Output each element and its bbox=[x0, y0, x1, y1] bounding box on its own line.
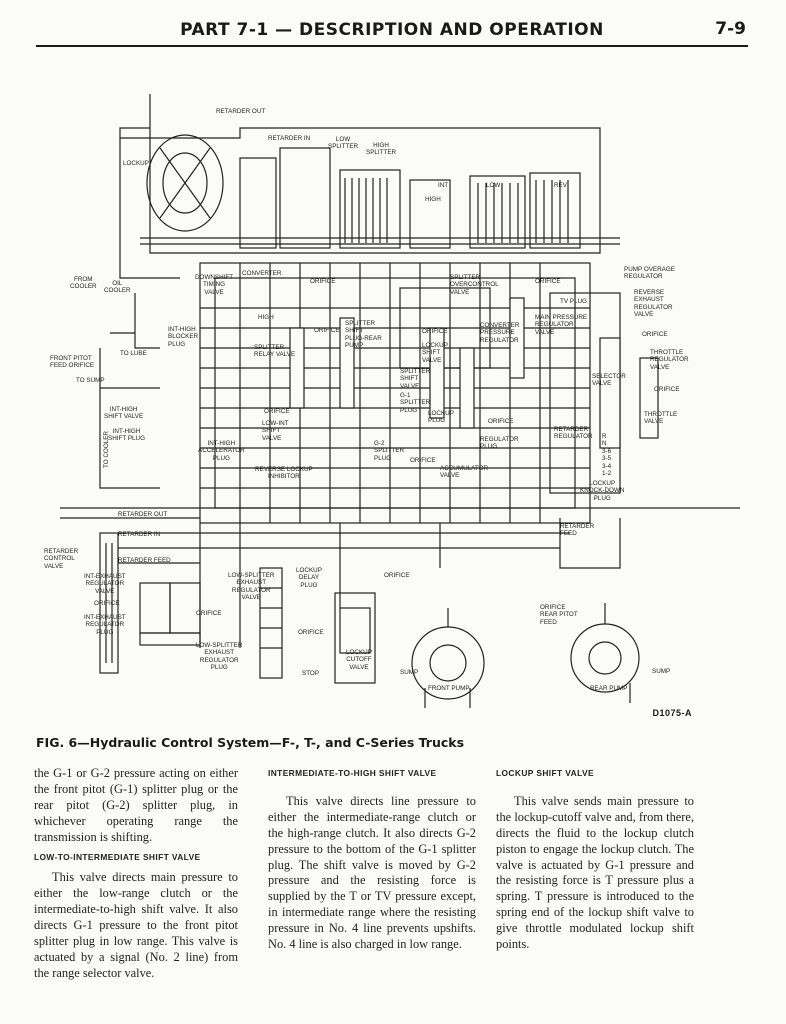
label-from-cooler: FROM COOLER bbox=[70, 276, 97, 291]
paragraph: This valve directs line pressure to eith… bbox=[268, 793, 476, 952]
label-int-high-shift-valve: INT-HIGH SHIFT VALVE bbox=[104, 406, 144, 421]
label-front-pitot: FRONT PITOT FEED ORIFICE bbox=[50, 355, 95, 370]
label-low-splitter: LOW SPLITTER bbox=[328, 136, 359, 151]
hydraulic-diagram: RETARDER OUT RETARDER IN LOW SPLITTER HI… bbox=[40, 88, 742, 720]
section-heading: INTERMEDIATE-TO-HIGH SHIFT VALVE bbox=[268, 768, 437, 778]
header-title: PART 7-1 — DESCRIPTION AND OPERATION bbox=[180, 20, 604, 40]
label-retarder-feed-right: RETARDER FEED bbox=[560, 523, 595, 538]
label-high-splitter: HIGH SPLITTER bbox=[366, 142, 397, 157]
label-orifice-rear: ORIFICE REAR PITOT FEED bbox=[540, 604, 578, 626]
label-retarder-in-top: RETARDER IN bbox=[268, 135, 311, 142]
label-regulator-plug: REGULATOR PLUG bbox=[480, 436, 519, 451]
page-header: PART 7-1 — DESCRIPTION AND OPERATION 7-9 bbox=[36, 14, 748, 47]
label-converter-pressure: CONVERTER PRESSURE REGULATOR bbox=[480, 322, 520, 344]
label-sump-left: SUMP bbox=[400, 669, 419, 676]
label-orifice-j: ORIFICE bbox=[94, 600, 120, 607]
label-int-high-shift-plug: INT-HIGH SHIFT PLUG bbox=[108, 428, 145, 443]
label-int-high-blocker: INT-HIGH BLOCKER PLUG bbox=[168, 326, 199, 348]
section-heading: LOCKUP SHIFT VALVE bbox=[496, 768, 594, 778]
label-selector-valve: SELECTOR VALVE bbox=[592, 373, 626, 388]
label-splitter-overcontrol: SPLITTER OVERCONTROL VALVE bbox=[450, 274, 499, 296]
label-oil-cooler: OIL COOLER bbox=[104, 280, 131, 295]
label-retarder-feed-left: RETARDER FEED bbox=[118, 557, 171, 564]
label-orifice-a: ORIFICE bbox=[310, 278, 336, 285]
label-accumulator: ACCUMULATOR VALVE bbox=[440, 465, 489, 480]
label-tv-plug: TV PLUG bbox=[560, 298, 587, 305]
label-int-high-accel: INT-HIGH ACCELERATOR PLUG bbox=[198, 440, 245, 462]
label-orifice-l: ORIFICE bbox=[384, 572, 410, 579]
label-main-pressure: MAIN PRESSURE REGULATOR VALVE bbox=[535, 314, 588, 336]
label-to-sump: TO SUMP bbox=[76, 377, 105, 384]
section-heading: LOW-TO-INTERMEDIATE SHIFT VALVE bbox=[34, 851, 201, 862]
label-lockup-delay: LOCKUP DELAY PLUG bbox=[296, 567, 322, 589]
label-downshift-timing: DOWNSHIFT TIMING VALVE bbox=[195, 274, 234, 296]
label-orifice-c: ORIFICE bbox=[535, 278, 561, 285]
paragraph: the G-1 or G-2 pressure acting on either… bbox=[34, 766, 238, 844]
label-to-lube: TO LUBE bbox=[120, 350, 147, 357]
label-orifice-f: ORIFICE bbox=[642, 331, 668, 338]
label-sump-right: SUMP bbox=[652, 668, 671, 675]
label-splitter-shift-valve: SPLITTER SHIFT VALVE bbox=[400, 368, 431, 390]
label-orifice-h: ORIFICE bbox=[264, 408, 290, 415]
label-retarder-out-top: RETARDER OUT bbox=[216, 108, 266, 115]
label-retarder-in: RETARDER IN bbox=[118, 531, 161, 538]
label-pump-overage: PUMP OVERAGE REGULATOR bbox=[624, 266, 675, 281]
label-int: INT bbox=[438, 182, 449, 189]
label-front-pump: FRONT PUMP bbox=[428, 685, 470, 692]
label-lockup-shift-valve: LOCKUP SHIFT VALVE bbox=[422, 342, 448, 364]
label-lockup-plug: LOCKUP PLUG bbox=[428, 410, 454, 425]
hydraulic-schematic-drawing bbox=[60, 94, 740, 708]
label-reverse-exhaust: REVERSE EXHAUST REGULATOR VALVE bbox=[634, 289, 673, 319]
label-stop: STOP bbox=[302, 670, 320, 677]
paragraph: This valve sends main pressure to the lo… bbox=[496, 793, 694, 952]
label-reverse-lockup: REVERSE LOCKUP INHIBITOR bbox=[255, 466, 313, 481]
label-converter: CONVERTER bbox=[242, 270, 282, 277]
label-throttle-regulator: THROTTLE REGULATOR VALVE bbox=[650, 349, 689, 371]
label-high: HIGH bbox=[425, 196, 441, 203]
label-retarder-out: RETARDER OUT bbox=[118, 511, 168, 518]
label-retarder-regulator: RETARDER REGULATOR bbox=[554, 426, 593, 441]
label-selector-positions: R N 3-6 3-5 3-4 1-2 bbox=[602, 433, 612, 478]
label-orifice-e: ORIFICE bbox=[488, 418, 514, 425]
text-column-2: INTERMEDIATE-TO-HIGH SHIFT VALVE This va… bbox=[268, 766, 476, 953]
label-orifice-g: ORIFICE bbox=[654, 386, 680, 393]
label-lockup-clutch: LOCKUP bbox=[123, 160, 149, 167]
text-column-1: the G-1 or G-2 pressure acting on either… bbox=[34, 766, 238, 982]
label-orifice-d: ORIFICE bbox=[422, 328, 448, 335]
label-low-splitter-plug: LOW-SPLITTER EXHAUST REGULATOR PLUG bbox=[196, 642, 243, 672]
label-lockup-cutoff: LOCKUP CUTOFF VALVE bbox=[346, 649, 372, 671]
label-splitter-shift-plug: SPLITTER SHIFT PLUG-REAR PUMP bbox=[345, 320, 382, 350]
label-lockup-knockdown: LOCKUP KNOCK-DOWN PLUG bbox=[580, 480, 625, 502]
label-to-cooler: TO COOLER bbox=[103, 431, 110, 468]
label-orifice-k: ORIFICE bbox=[196, 610, 222, 617]
label-throttle-valve: THROTTLE VALVE bbox=[644, 411, 678, 426]
page-number: 7-9 bbox=[715, 19, 746, 39]
label-retarder-control: RETARDER CONTROL VALVE bbox=[44, 548, 79, 570]
label-rear-pump: REAR PUMP bbox=[590, 685, 628, 692]
label-int-exhaust-plug: INT-EXHAUST REGULATOR PLUG bbox=[84, 614, 126, 636]
figure-caption: FIG. 6—Hydraulic Control System—F-, T-, … bbox=[36, 735, 465, 750]
label-g2-splitter: G-2 SPLITTER PLUG bbox=[374, 440, 405, 462]
label-orifice-i: ORIFICE bbox=[410, 457, 436, 464]
label-low: LOW bbox=[486, 182, 501, 189]
header-rule bbox=[36, 45, 748, 47]
label-low-int-shift: LOW-INT SHIFT VALVE bbox=[262, 420, 289, 442]
label-high-lbl: HIGH bbox=[258, 314, 274, 321]
figure-code: D1075-A bbox=[652, 708, 692, 718]
label-orifice-m: ORIFICE bbox=[298, 629, 324, 636]
text-column-3: LOCKUP SHIFT VALVE This valve sends main… bbox=[496, 766, 694, 953]
label-rev: REV bbox=[554, 182, 567, 189]
label-g1-splitter-plug: G-1 SPLITTER PLUG bbox=[400, 392, 431, 414]
paragraph: This valve directs main pressure to eith… bbox=[34, 870, 238, 980]
label-low-splitter-valve: LOW-SPLITTER EXHAUST REGULATOR VALVE bbox=[228, 572, 275, 602]
label-splitter-relay: SPLITTER RELAY VALVE bbox=[254, 344, 296, 359]
label-orifice-b: ORIFICE bbox=[314, 327, 340, 334]
label-int-exhaust-valve: INT-EXHAUST REGULATOR VALVE bbox=[84, 573, 126, 595]
